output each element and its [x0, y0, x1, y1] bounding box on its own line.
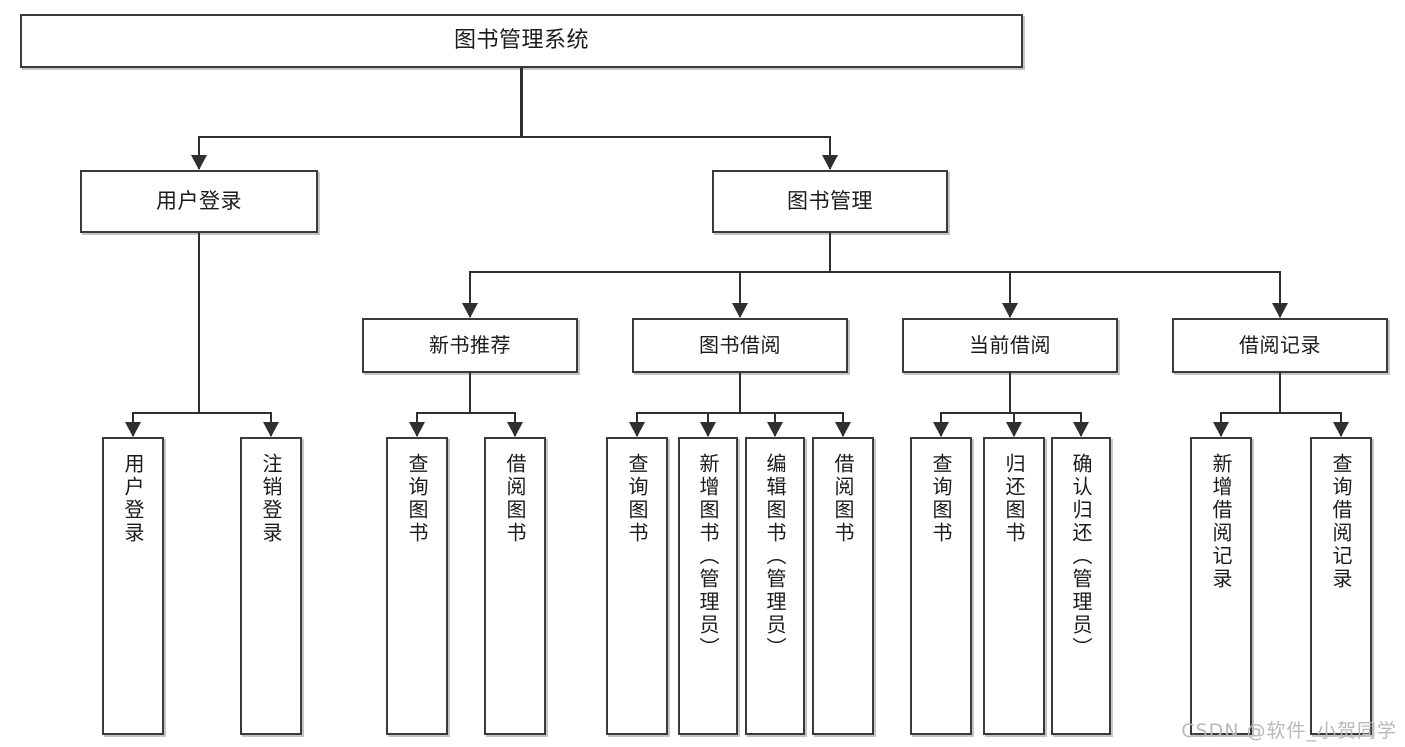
node-leaf-confirm-return-admin[interactable]: 确认归还（管理员） — [1051, 437, 1111, 735]
node-current-borrow[interactable]: 当前借阅 — [902, 318, 1118, 373]
connector-new-book-rec-stem — [468, 373, 472, 413]
node-label: 用户登录 — [156, 189, 242, 214]
arrowhead-borrow-record — [1272, 303, 1288, 318]
connector-book-borrow-stem — [738, 373, 742, 413]
connector-new-book-rec-bus — [415, 411, 517, 415]
arrowhead-leaf-edit-book — [767, 422, 783, 437]
connector-root-stem — [520, 68, 523, 137]
node-leaf-user-login[interactable]: 用户登录 — [102, 437, 164, 735]
node-new-book-recommendation[interactable]: 新书推荐 — [362, 318, 578, 373]
connector-book-borrow-bus — [635, 411, 845, 415]
arrowhead-leaf-query-book-1 — [409, 422, 425, 437]
arrowhead-leaf-return-book — [1006, 422, 1022, 437]
connector-root-bus — [197, 135, 832, 139]
node-leaf-edit-book-admin[interactable]: 编辑图书（管理员） — [745, 437, 805, 735]
node-leaf-query-borrow-record[interactable]: 查询借阅记录 — [1310, 437, 1372, 735]
node-leaf-add-borrow-record[interactable]: 新增借阅记录 — [1190, 437, 1252, 735]
connector-book-manage-stem — [828, 233, 832, 272]
node-label: 借阅图书 — [503, 453, 527, 545]
node-label: 当前借阅 — [969, 333, 1051, 357]
arrowhead-book-borrow — [732, 303, 748, 318]
node-leaf-add-book-admin[interactable]: 新增图书（管理员） — [678, 437, 738, 735]
arrowhead-leaf-borrow-book-2 — [835, 422, 851, 437]
node-label: 用户登录 — [121, 453, 145, 545]
node-label: 注销登录 — [259, 453, 283, 545]
node-label: 新增借阅记录 — [1209, 453, 1233, 591]
connector-book-manage-child4 — [1278, 272, 1282, 317]
arrowhead-leaf-query-book-3 — [933, 422, 949, 437]
arrowhead-leaf-add-book — [700, 422, 716, 437]
node-label: 归还图书 — [1002, 453, 1026, 545]
connector-root-to-user-login — [197, 137, 201, 169]
connector-book-manage-bus — [468, 270, 1282, 274]
node-user-login[interactable]: 用户登录 — [80, 170, 318, 233]
connector-book-manage-child2 — [738, 272, 742, 317]
node-label: 图书管理系统 — [453, 28, 589, 54]
node-label: 图书借阅 — [699, 333, 781, 357]
arrowhead-leaf-add-record — [1213, 422, 1229, 437]
arrowhead-leaf-user-logout — [263, 422, 279, 437]
connector-root-to-book-manage — [828, 137, 832, 169]
node-label: 确认归还（管理员） — [1069, 453, 1093, 660]
node-leaf-return-book[interactable]: 归还图书 — [983, 437, 1045, 735]
node-book-manage[interactable]: 图书管理 — [712, 170, 948, 233]
node-leaf-borrow-book[interactable]: 借阅图书 — [812, 437, 874, 735]
arrowhead-book-manage — [822, 155, 838, 170]
node-label: 查询借阅记录 — [1329, 453, 1353, 591]
node-label: 查询图书 — [625, 453, 649, 545]
connector-book-manage-child3 — [1008, 272, 1012, 317]
node-label: 新增图书（管理员） — [696, 453, 720, 660]
connector-current-borrow-stem — [1008, 373, 1012, 413]
node-leaf-query-book-new[interactable]: 查询图书 — [386, 437, 448, 735]
node-label: 新书推荐 — [429, 333, 511, 357]
node-label: 图书管理 — [787, 189, 873, 214]
connector-current-borrow-bus — [939, 411, 1083, 415]
arrowhead-user-login — [191, 155, 207, 170]
watermark-text: CSDN @软件_小贺同学 — [1181, 720, 1397, 742]
node-leaf-query-book-current[interactable]: 查询图书 — [910, 437, 972, 735]
node-label: 查询图书 — [405, 453, 429, 545]
node-borrow-record[interactable]: 借阅记录 — [1172, 318, 1388, 373]
node-label: 查询图书 — [929, 453, 953, 545]
arrowhead-new-book-rec — [462, 303, 478, 318]
arrowhead-current-borrow — [1002, 303, 1018, 318]
connector-user-login-bus — [131, 411, 273, 415]
arrowhead-leaf-query-record — [1333, 422, 1349, 437]
arrowhead-leaf-confirm-return — [1073, 422, 1089, 437]
connector-book-manage-child1 — [468, 272, 472, 317]
arrowhead-leaf-query-book-2 — [629, 422, 645, 437]
node-leaf-user-logout[interactable]: 注销登录 — [240, 437, 302, 735]
arrowhead-leaf-borrow-book-1 — [507, 422, 523, 437]
connector-user-login-stem — [197, 233, 201, 413]
node-label: 编辑图书（管理员） — [763, 453, 787, 660]
node-leaf-borrow-book-new[interactable]: 借阅图书 — [484, 437, 546, 735]
node-leaf-query-book-borrow[interactable]: 查询图书 — [606, 437, 668, 735]
arrowhead-leaf-user-login — [125, 422, 141, 437]
node-book-borrow[interactable]: 图书借阅 — [632, 318, 848, 373]
connector-borrow-record-stem — [1278, 373, 1282, 413]
node-label: 借阅图书 — [831, 453, 855, 545]
node-label: 借阅记录 — [1239, 333, 1321, 357]
node-root-system[interactable]: 图书管理系统 — [20, 14, 1023, 68]
connector-borrow-record-bus — [1219, 411, 1343, 415]
